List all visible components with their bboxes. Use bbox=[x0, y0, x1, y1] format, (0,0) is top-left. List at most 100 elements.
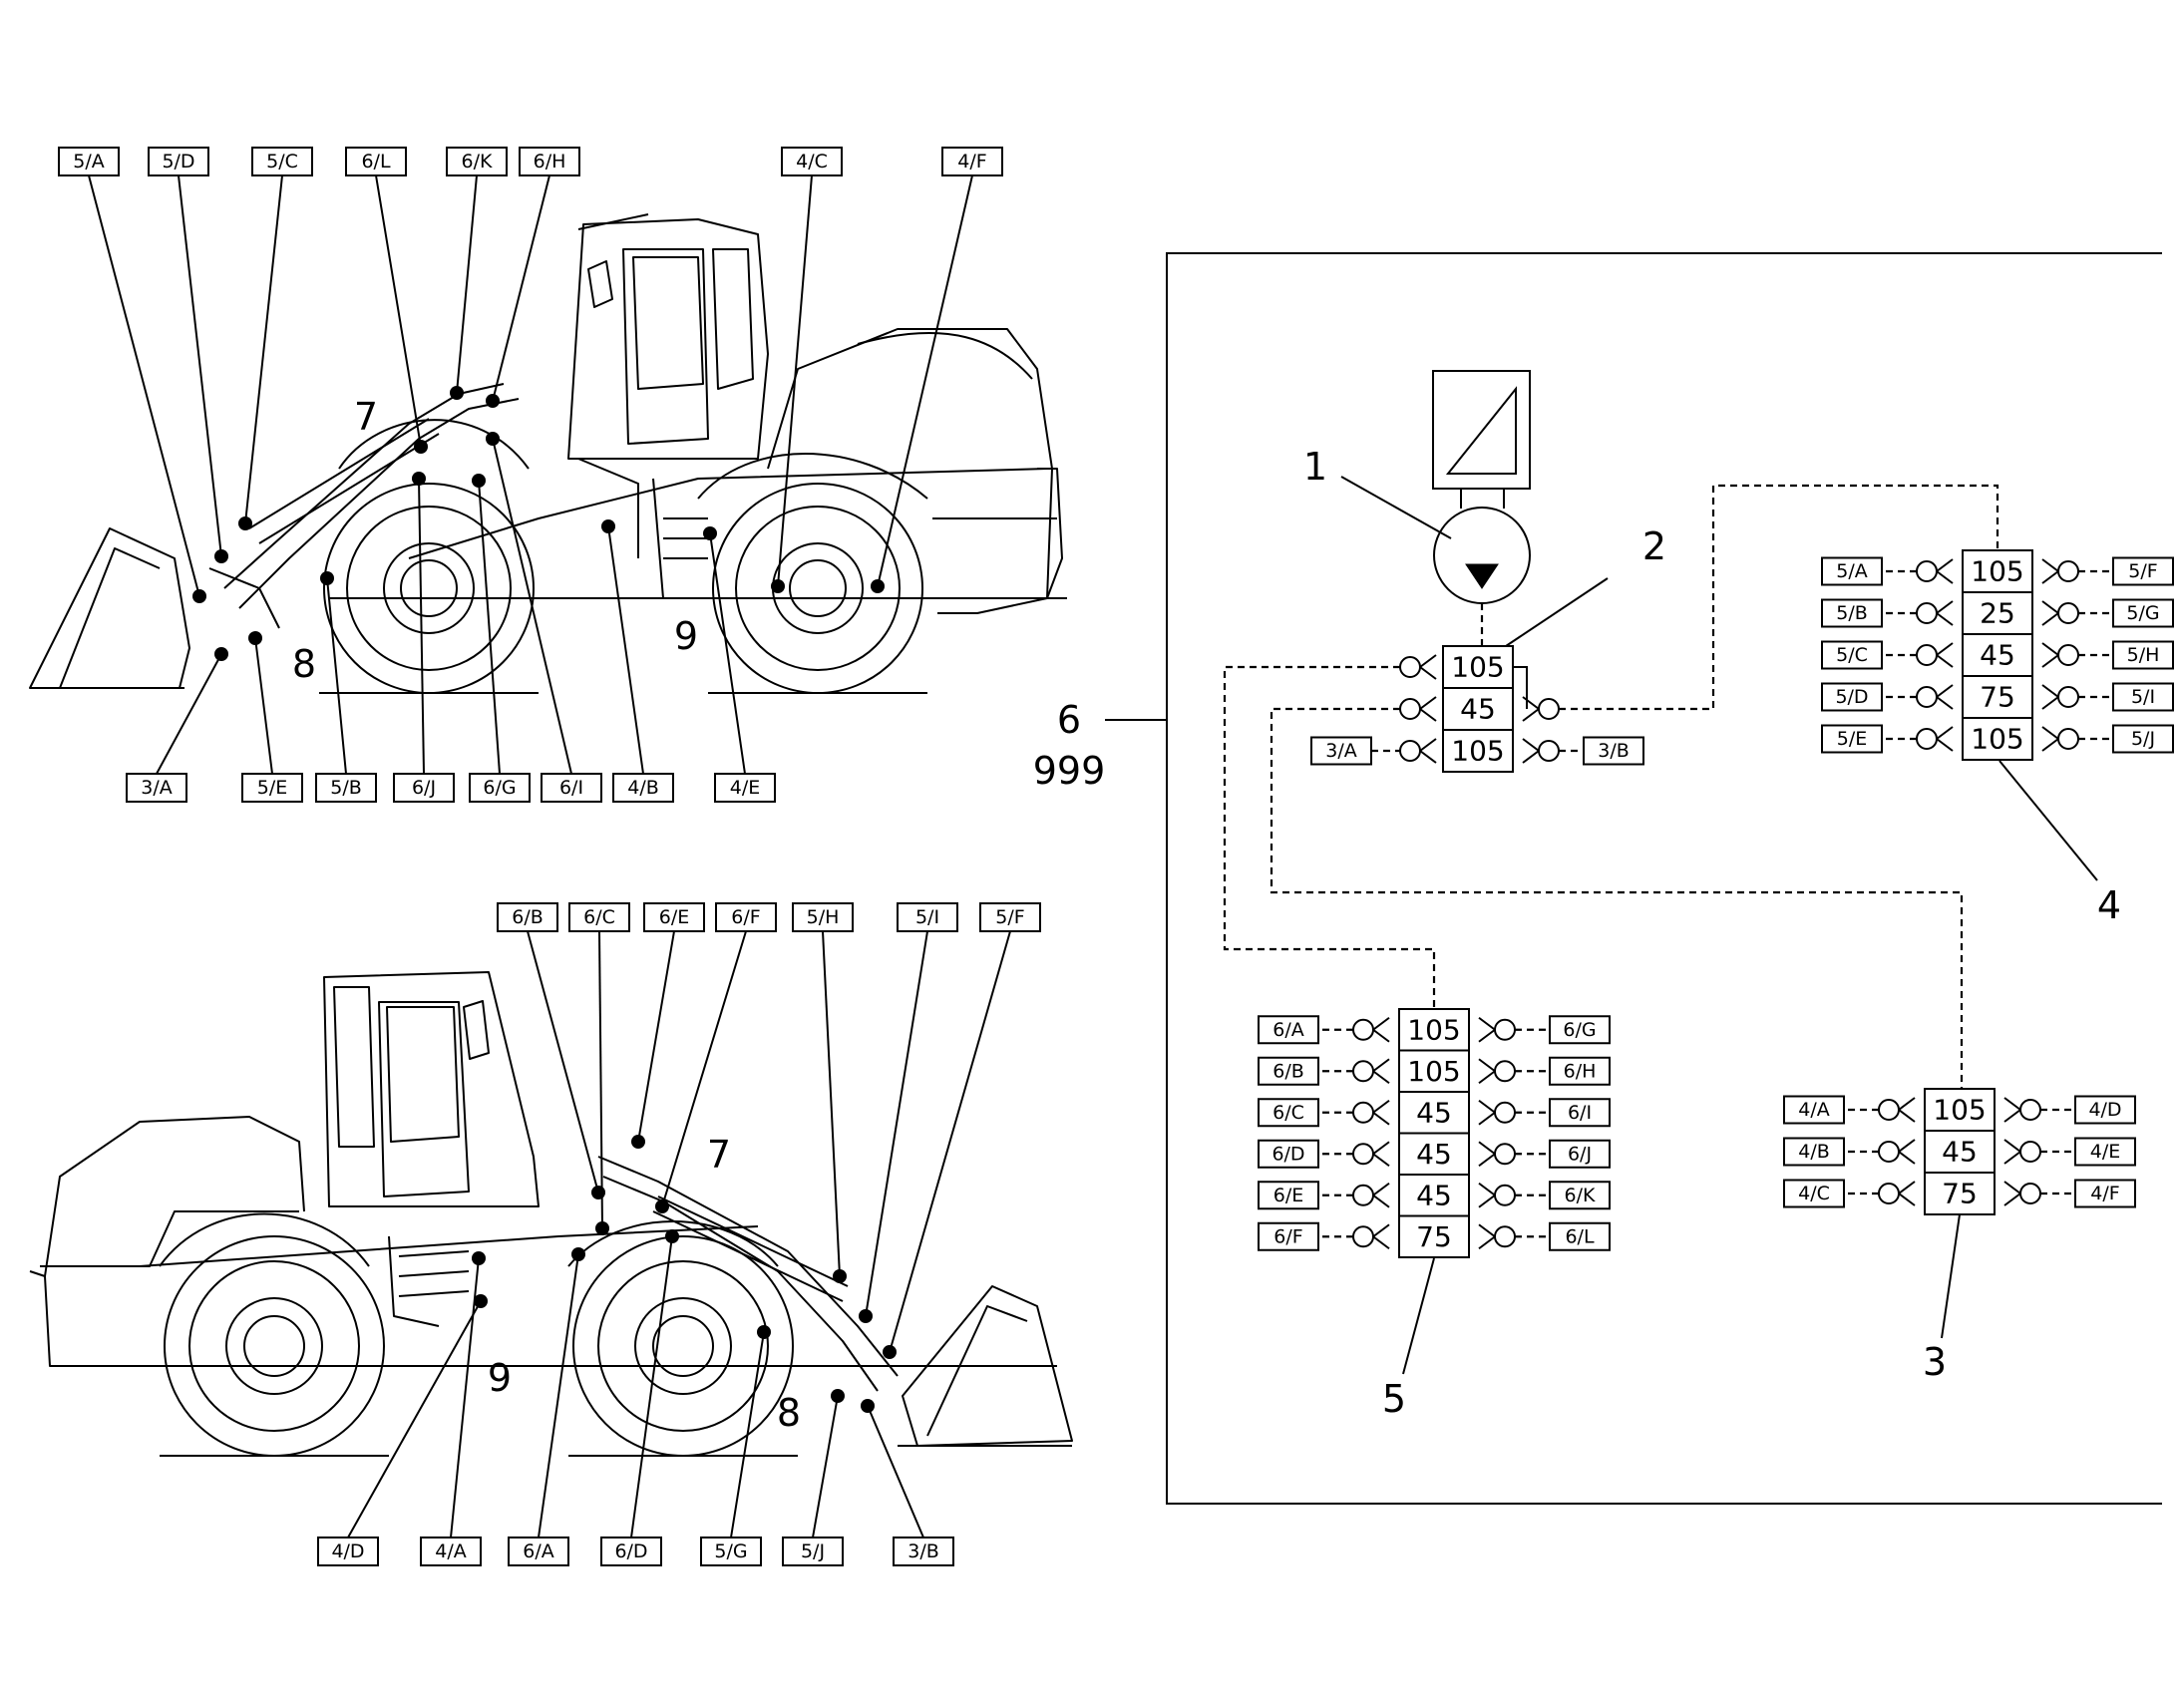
block-5-value: 105 bbox=[1407, 1013, 1460, 1046]
label-5-H-text: 5/H bbox=[2127, 644, 2160, 666]
label-5-J-text: 5/J bbox=[2131, 728, 2155, 750]
grease-nipple-icon bbox=[1522, 738, 1560, 764]
callout-bottom-3-B-text: 3/B bbox=[908, 1540, 939, 1562]
loader-side-view-top bbox=[29, 213, 1067, 694]
callout-top-4-E-text: 4/E bbox=[730, 777, 761, 799]
grease-nipple-icon bbox=[1399, 654, 1437, 680]
label-5-J: 5/J bbox=[2112, 724, 2174, 754]
callout-top-5-C-text: 5/C bbox=[266, 151, 298, 172]
frame-code: 999 bbox=[1033, 749, 1106, 793]
block-4-value: 75 bbox=[1980, 681, 2015, 714]
block-5-value: 75 bbox=[1416, 1220, 1452, 1253]
callout-bottom-5-F-text: 5/F bbox=[995, 906, 1024, 928]
grease-nipple-icon bbox=[2003, 1097, 2041, 1123]
callout-bottom-6-C-text: 6/C bbox=[583, 906, 615, 928]
label-6-D: 6/D bbox=[1258, 1139, 1319, 1169]
frame-ref: 6 bbox=[1057, 698, 1081, 742]
callout-top-5-B-text: 5/B bbox=[330, 777, 362, 799]
label-4-B: 4/B bbox=[1783, 1137, 1845, 1167]
grease-nipple-icon bbox=[1399, 696, 1437, 722]
ref-7-top: 7 bbox=[354, 395, 378, 439]
distributor-ref: 2 bbox=[1642, 524, 1666, 568]
grease-nipple-icon bbox=[1916, 558, 1954, 584]
callout-top-5-C: 5/C bbox=[251, 147, 313, 176]
callout-top-6-G: 6/G bbox=[469, 773, 531, 803]
grease-nipple-icon bbox=[1352, 1058, 1390, 1085]
callout-top-5-B: 5/B bbox=[315, 773, 377, 803]
label-5-E: 5/E bbox=[1821, 724, 1883, 754]
label-5-B-text: 5/B bbox=[1836, 602, 1868, 624]
schematic-frame bbox=[1166, 252, 2162, 1505]
label-3-A-text: 3/A bbox=[1325, 740, 1357, 762]
label-4-A: 4/A bbox=[1783, 1095, 1845, 1125]
label-5-D: 5/D bbox=[1821, 682, 1883, 712]
pump-ref: 1 bbox=[1303, 445, 1327, 489]
label-4-A-text: 4/A bbox=[1798, 1099, 1830, 1121]
callout-bottom-6-B-text: 6/B bbox=[512, 906, 544, 928]
callout-bottom-4-A-text: 4/A bbox=[435, 1540, 467, 1562]
grease-nipple-icon bbox=[1478, 1141, 1516, 1168]
block-3-value: 45 bbox=[1942, 1136, 1978, 1169]
grease-nipple-icon bbox=[1878, 1139, 1916, 1165]
block-5-value: 105 bbox=[1407, 1055, 1460, 1088]
callout-top-6-G-text: 6/G bbox=[483, 777, 516, 799]
label-6-A: 6/A bbox=[1258, 1015, 1319, 1045]
callout-top-6-J-text: 6/J bbox=[412, 777, 436, 799]
callout-bottom-6-F: 6/F bbox=[715, 902, 777, 932]
block3-ref: 3 bbox=[1923, 1340, 1947, 1384]
grease-nipple-icon bbox=[1916, 600, 1954, 626]
label-6-I-text: 6/I bbox=[1568, 1102, 1592, 1124]
label-4-F-text: 4/F bbox=[2090, 1183, 2119, 1204]
label-6-L-text: 6/L bbox=[1565, 1225, 1594, 1247]
grease-nipple-icon bbox=[2041, 684, 2079, 710]
callout-top-6-L: 6/L bbox=[345, 147, 407, 176]
label-3-B: 3/B bbox=[1583, 736, 1644, 766]
callout-top-6-L-text: 6/L bbox=[361, 151, 390, 172]
block-2-value: 105 bbox=[1451, 735, 1504, 768]
callout-bottom-6-D-text: 6/D bbox=[614, 1540, 647, 1562]
callout-top-5-D-text: 5/D bbox=[162, 151, 194, 172]
callout-top-5-A-text: 5/A bbox=[73, 151, 105, 172]
callout-top-4-B: 4/B bbox=[612, 773, 674, 803]
label-6-F-text: 6/F bbox=[1273, 1225, 1302, 1247]
block-2-value: 105 bbox=[1451, 651, 1504, 684]
ref-9-bottom: 9 bbox=[488, 1356, 512, 1400]
callout-bottom-5-J: 5/J bbox=[782, 1537, 844, 1566]
block4-ref: 4 bbox=[2097, 883, 2121, 927]
callout-top-5-A: 5/A bbox=[58, 147, 120, 176]
grease-nipple-icon bbox=[1399, 738, 1437, 764]
block-4-value: 25 bbox=[1980, 597, 2015, 630]
grease-nipple-icon bbox=[1522, 696, 1560, 722]
block-5-value: 45 bbox=[1416, 1096, 1452, 1129]
loader-side-view-bottom bbox=[29, 971, 1073, 1457]
callout-bottom-5-J-text: 5/J bbox=[801, 1540, 825, 1562]
block-5-value: 45 bbox=[1416, 1138, 1452, 1171]
callout-top-5-E: 5/E bbox=[241, 773, 303, 803]
block-3-value: 105 bbox=[1933, 1094, 1986, 1127]
label-5-A: 5/A bbox=[1821, 556, 1883, 586]
callout-top-3-A-text: 3/A bbox=[141, 777, 173, 799]
callout-top-6-I: 6/I bbox=[541, 773, 602, 803]
label-6-C: 6/C bbox=[1258, 1098, 1319, 1128]
label-6-F: 6/F bbox=[1258, 1221, 1319, 1251]
grease-nipple-icon bbox=[2041, 558, 2079, 584]
grease-nipple-icon bbox=[1916, 642, 1954, 668]
callout-top-4-B-text: 4/B bbox=[627, 777, 659, 799]
label-6-L: 6/L bbox=[1549, 1221, 1611, 1251]
label-4-C: 4/C bbox=[1783, 1179, 1845, 1208]
label-5-I: 5/I bbox=[2112, 682, 2174, 712]
callout-top-4-C-text: 4/C bbox=[796, 151, 828, 172]
grease-nipple-icon bbox=[2041, 642, 2079, 668]
label-6-C-text: 6/C bbox=[1272, 1102, 1304, 1124]
label-6-D-text: 6/D bbox=[1272, 1143, 1304, 1165]
callout-bottom-4-A: 4/A bbox=[420, 1537, 482, 1566]
callout-top-4-F-text: 4/F bbox=[957, 151, 986, 172]
pump-icon bbox=[1432, 370, 1531, 604]
grease-nipple-icon bbox=[2041, 726, 2079, 752]
block-2-value: 45 bbox=[1460, 693, 1496, 726]
grease-nipple-icon bbox=[1916, 684, 1954, 710]
callout-top-6-K-text: 6/K bbox=[462, 151, 493, 172]
